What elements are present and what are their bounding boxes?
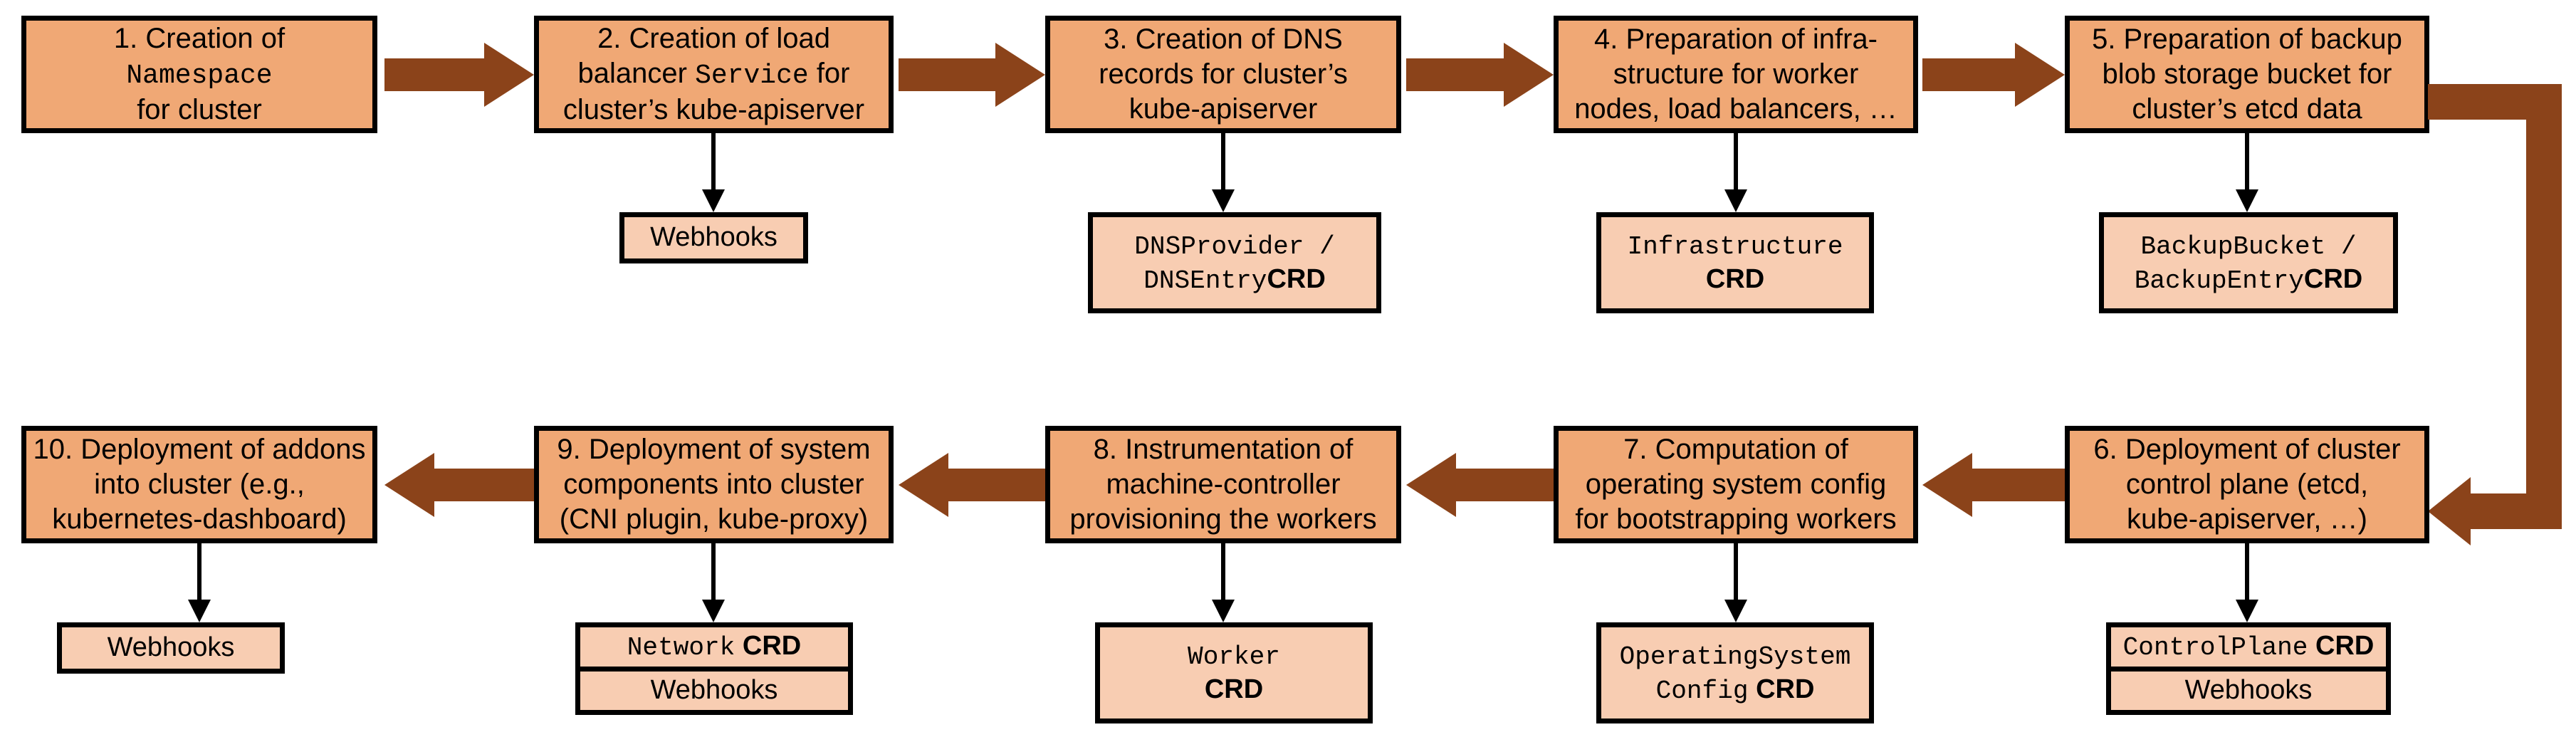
webhooks-box-step2[interactable]: Webhooks [619,212,808,263]
dns-crd-suffix: CRD [1267,264,1326,294]
step-6-line-2: control plane (etcd, [2125,469,2369,501]
step-1-line-3: for cluster [137,94,262,126]
worker-crd-line-2: CRD [1204,674,1264,705]
connector-step7-to-osc-crd [1724,543,1747,622]
step-5-line-1: 5. Preparation of backup [2092,23,2402,56]
step-8-line-2: machine-controller [1106,469,1341,501]
step-10-line-2: into cluster (e.g., [94,469,305,501]
infrastructure-crd-label: Infrastructure CRD [1601,217,1869,308]
step-box-1[interactable]: 1. Creation of Namespace for cluster [21,16,377,133]
worker-crd-box[interactable]: Worker CRD [1095,622,1373,723]
step-4-line-2: structure for worker [1613,58,1859,90]
step-box-9[interactable]: 9. Deployment of system components into … [534,426,894,543]
step-4-line-1: 4. Preparation of infra- [1594,23,1878,56]
arrow-step7-to-step8 [1406,453,1554,517]
step-6-line-3: kube-apiserver, …) [2127,503,2367,535]
webhooks-box-step10[interactable]: Webhooks [57,622,285,674]
network-crd-suffix: CRD [742,631,802,662]
step-9-line-3: (CNI plugin, kube-proxy) [559,503,869,535]
step-1-line-2: Namespace [126,60,273,91]
step-3-line-2: records for cluster’s [1099,58,1348,90]
network-crd-webhooks-box[interactable]: Network CRD Webhooks [575,622,853,715]
step-7-line-1: 7. Computation of [1623,434,1848,466]
step-7-line-3: for bootstrapping workers [1575,503,1897,535]
controlplane-crd-row: ControlPlane CRD [2111,627,2386,667]
connector-step9-to-network-crd [702,543,725,622]
arrow-step3-to-step4 [1406,43,1554,107]
backup-crd-line-1: BackupBucket / [2140,231,2357,261]
step-9-line-1: 9. Deployment of system [557,434,871,466]
arrow-step2-to-step3 [899,43,1045,107]
worker-crd-label: Worker CRD [1100,627,1368,719]
connector-step6-to-controlplane-crd [2236,543,2258,622]
step-2-line-2b: Service [695,60,809,91]
connector-step2-to-webhooks [702,132,725,212]
dns-crd-line-1: DNSProvider / [1134,231,1335,261]
infrastructure-crd-box[interactable]: Infrastructure CRD [1596,212,1874,313]
osc-crd-suffix: CRD [1756,674,1815,704]
arrow-step8-to-step9 [899,453,1045,517]
network-crd-name: Network [627,633,735,663]
step-box-6[interactable]: 6. Deployment of cluster control plane (… [2065,426,2429,543]
connector-step10-to-webhooks [188,543,211,622]
step-3-line-3: kube-apiserver [1129,93,1318,125]
step-box-8[interactable]: 8. Instrumentation of machine-controller… [1045,426,1401,543]
controlplane-crd-suffix: CRD [2315,631,2375,662]
step-4-line-3: nodes, load balancers, … [1574,93,1897,125]
connector-step5-to-backup-crd [2236,132,2258,212]
osc-crd-line-2: Config [1655,676,1749,706]
step-5-line-3: cluster’s etcd data [2132,93,2362,125]
webhooks-label: Webhooks [107,632,235,663]
step-2-line-1: 2. Creation of load [597,23,830,55]
step-10-line-1: 10. Deployment of addons [33,434,366,466]
step-box-5[interactable]: 5. Preparation of backup blob storage bu… [2065,16,2429,133]
backup-crd-line-2: BackupEntry [2134,266,2304,296]
dns-crd-label: DNSProvider / DNSEntryCRD [1093,217,1376,308]
connector-step8-to-worker-crd [1212,543,1235,622]
step-8-line-1: 8. Instrumentation of [1093,434,1354,466]
step-2-line-2c: for [808,57,850,89]
step-box-2[interactable]: 2. Creation of load balancer Service for… [534,16,894,133]
infrastructure-crd-line-2: CRD [1705,264,1765,295]
step-9-line-2: components into cluster [563,469,864,501]
controlplane-crd-name: ControlPlane [2122,633,2308,663]
backup-crd-suffix: CRD [2303,264,2363,294]
controlplane-crd-webhooks-box[interactable]: ControlPlane CRD Webhooks [2106,622,2391,715]
step-box-3[interactable]: 3. Creation of DNS records for cluster’s… [1045,16,1401,133]
connector-step4-to-infrastructure-crd [1724,132,1747,212]
network-webhooks-row: Webhooks [580,666,848,711]
arrow-step4-to-step5 [1922,43,2065,107]
elbow-arrow-step5-to-step6 [2428,84,2562,545]
infrastructure-crd-line-1: Infrastructure [1627,232,1843,262]
step-7-line-2: operating system config [1585,469,1887,501]
step-box-10[interactable]: 10. Deployment of addons into cluster (e… [21,426,377,543]
osc-crd-label: OperatingSystem Config CRD [1601,627,1869,719]
webhooks-label: Webhooks [650,222,777,253]
step-1-line-1: 1. Creation of [113,23,286,55]
arrow-step9-to-step10 [384,453,534,517]
dns-crd-line-2: DNSEntry [1143,266,1267,296]
step-2-line-3: cluster’s kube-apiserver [562,94,865,126]
step-6-line-1: 6. Deployment of cluster [2093,434,2401,466]
step-8-line-3: provisioning the workers [1069,503,1377,535]
arrow-step6-to-step7 [1922,453,2065,517]
dns-crd-box[interactable]: DNSProvider / DNSEntryCRD [1088,212,1381,313]
network-crd-row: Network CRD [580,627,848,667]
step-10-line-3: kubernetes-dashboard) [52,503,347,535]
osc-crd-line-1: OperatingSystem [1619,642,1851,672]
step-2-line-2a: balancer [577,57,696,89]
backup-crd-label: BackupBucket / BackupEntryCRD [2104,217,2393,308]
step-3-line-1: 3. Creation of DNS [1104,23,1343,56]
worker-crd-line-1: Worker [1188,642,1280,672]
arrow-step1-to-step2 [384,43,534,107]
controlplane-webhooks-row: Webhooks [2111,666,2386,711]
backup-crd-box[interactable]: BackupBucket / BackupEntryCRD [2099,212,2398,313]
operatingsystemconfig-crd-box[interactable]: OperatingSystem Config CRD [1596,622,1874,723]
connector-step3-to-dns-crd [1212,132,1235,212]
step-box-7[interactable]: 7. Computation of operating system confi… [1554,426,1918,543]
step-5-line-2: blob storage bucket for [2102,58,2392,90]
step-box-4[interactable]: 4. Preparation of infra- structure for w… [1554,16,1918,133]
